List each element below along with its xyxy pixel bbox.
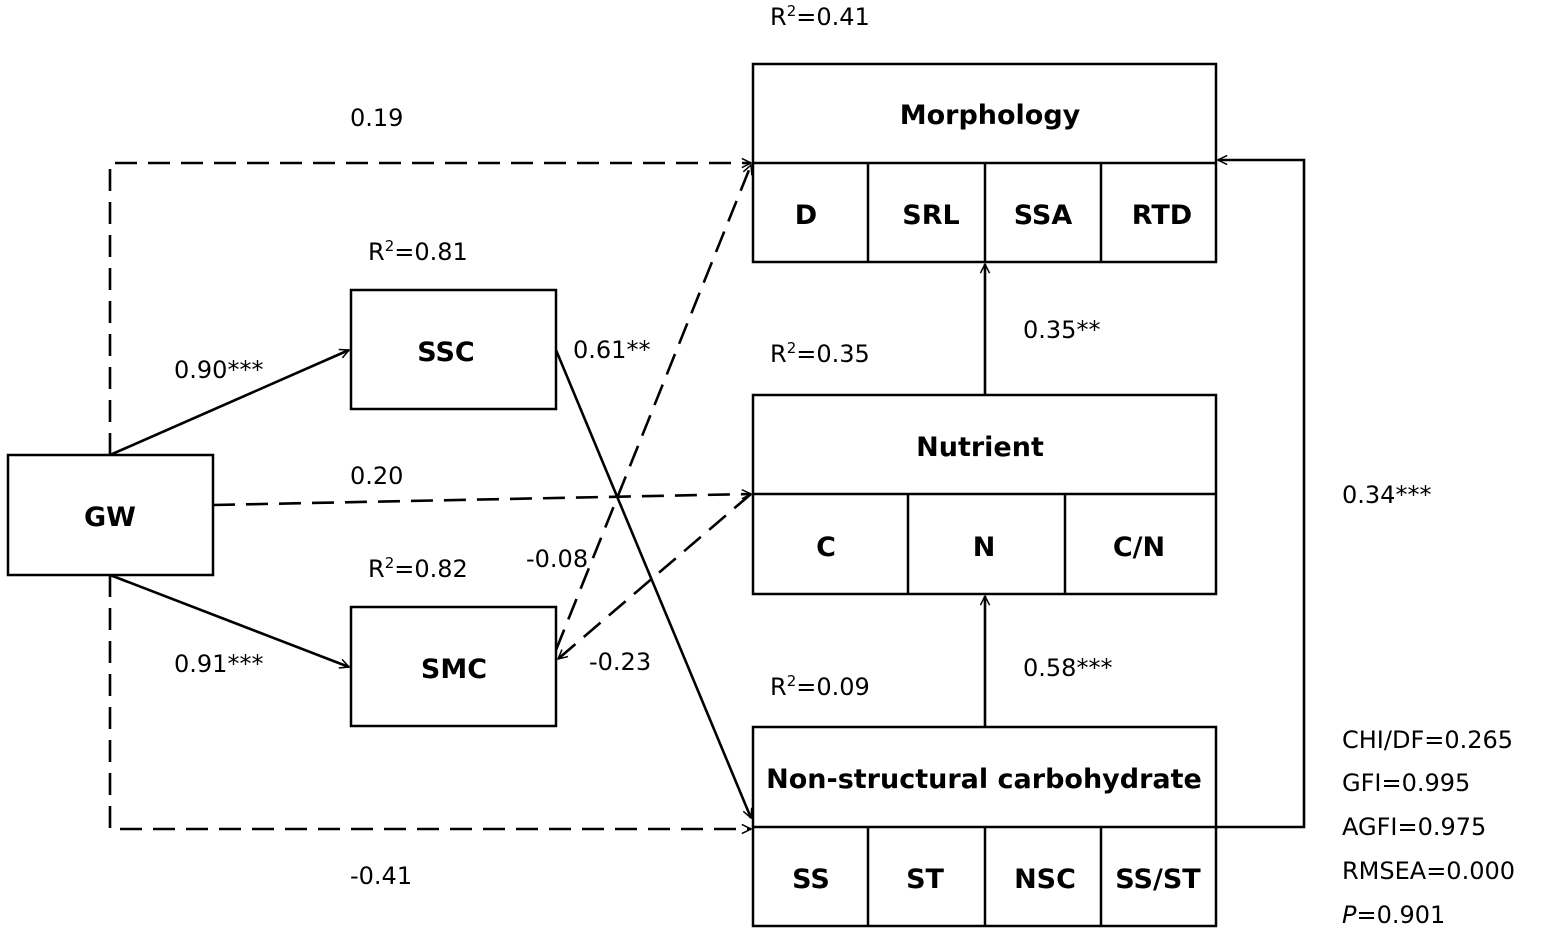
ssc-label: SSC [417,337,475,368]
morphology-item-d: D [795,200,817,231]
nutrient-item-cn: C/N [1113,532,1165,563]
coef-gw-nutrient: 0.20 [350,462,403,490]
fit-p: P=0.901 [1342,901,1445,929]
coef-gw-morphology: 0.19 [350,104,403,132]
arrow-gw-ssc [109,350,349,457]
r2-morphology: R2=0.41 [770,2,870,31]
model-fit-stats: CHI/DF=0.265 GFI=0.995 AGFI=0.975 RMSEA=… [1342,726,1515,929]
smc-label: SMC [421,654,487,685]
ssc-box: SSC [349,288,558,411]
r2-nutrient: R2=0.35 [770,339,870,368]
nsc-title: Non-structural carbohydrate [766,764,1202,795]
fit-gfi: GFI=0.995 [1342,769,1470,797]
nutrient-box: Nutrient C N C/N [751,393,1218,596]
morphology-item-rtd: RTD [1132,200,1192,231]
fit-agfi: AGFI=0.975 [1342,813,1486,841]
nsc-item-ssst: SS/ST [1115,864,1201,895]
smc-box: SMC [349,605,558,728]
r2-nsc: R2=0.09 [770,672,870,701]
r2-ssc: R2=0.81 [368,237,468,266]
nsc-item-ss: SS [792,864,830,895]
arrow-gw-smc [109,573,349,667]
arrow-nsc-morphology [1216,160,1306,829]
coef-gw-smc: 0.91*** [174,650,263,678]
coef-ssc-morphology: 0.61** [573,336,650,364]
arrow-gw-nsc [108,575,751,829]
gw-label: GW [84,502,136,533]
nutrient-item-n: N [973,532,996,563]
nutrient-item-c: C [816,532,836,563]
arrow-smc-morphology [554,165,751,651]
nsc-item-nsc: NSC [1014,864,1076,895]
r2-smc: R2=0.82 [368,554,468,583]
coef-smc-nutrient: -0.08 [526,545,588,573]
coef-ssc-nsc: -0.23 [589,648,651,676]
arrow-gw-nutrient [212,494,751,507]
morphology-title: Morphology [900,100,1081,131]
coef-nutrient-morphology: 0.35** [1023,316,1100,344]
nsc-box: Non-structural carbohydrate SS ST NSC SS… [751,725,1218,928]
arrow-ssc-nsc [554,349,751,818]
coef-gw-ssc: 0.90*** [174,356,263,384]
morphology-item-ssa: SSA [1014,200,1073,231]
gw-box: GW [6,453,215,577]
arrow-nutrient-smc [558,493,752,659]
nsc-item-st: ST [906,864,944,895]
nutrient-title: Nutrient [916,432,1044,463]
morphology-item-srl: SRL [902,200,959,231]
coef-nsc-nutrient: 0.58*** [1023,654,1112,682]
coef-nsc-morphology: 0.34*** [1342,481,1431,509]
fit-rmsea: RMSEA=0.000 [1342,857,1515,885]
fit-chi-df: CHI/DF=0.265 [1342,726,1513,754]
morphology-box: Morphology D SRL SSA RTD [751,62,1218,264]
coef-gw-nsc: -0.41 [350,862,412,890]
